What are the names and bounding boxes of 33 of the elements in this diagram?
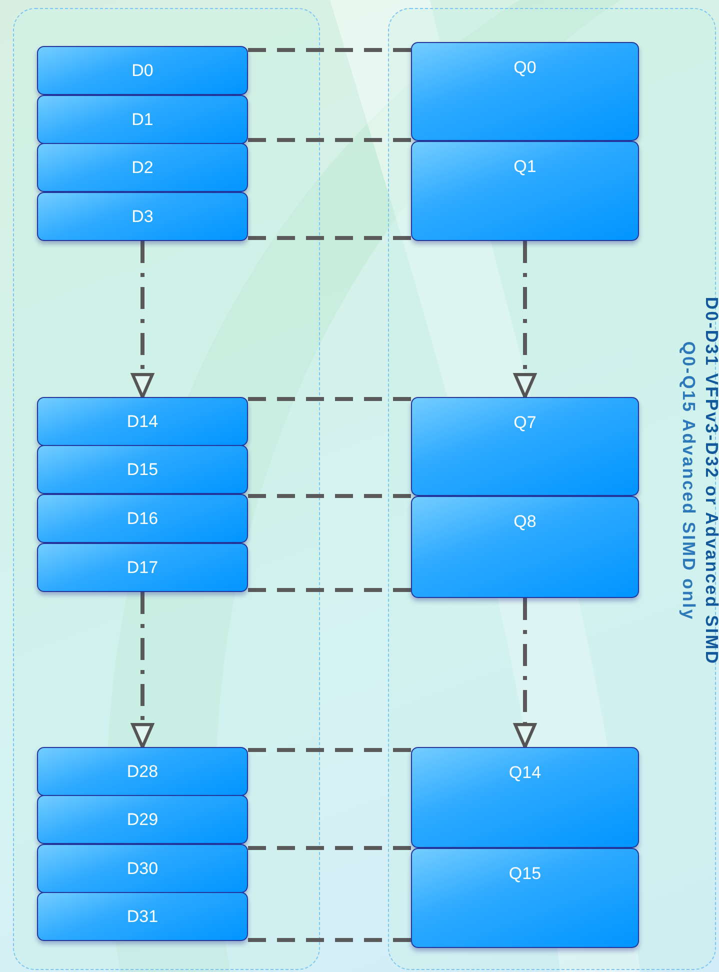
register-box: Q14 (411, 747, 639, 848)
dashed-connector (248, 138, 411, 142)
register-box: D3 (37, 192, 248, 241)
register-box: D31 (37, 892, 248, 941)
arrow (514, 598, 536, 749)
side-note: D0-D31 VFPv3-D32 or Advanced SIMD (701, 296, 719, 668)
register-box: D17 (37, 543, 248, 592)
arrow (514, 241, 536, 399)
register-box: D16 (37, 494, 248, 543)
arrow (131, 592, 154, 749)
register-box: Q1 (411, 141, 639, 241)
register-box: D29 (37, 795, 248, 844)
register-box: D30 (37, 844, 248, 893)
dashed-connector (248, 588, 411, 592)
dashed-connector (248, 938, 411, 942)
arrow (131, 241, 154, 399)
register-box: D28 (37, 747, 248, 796)
dashed-connector (248, 48, 411, 52)
register-box: Q0 (411, 42, 639, 141)
register-box: Q8 (411, 496, 639, 598)
register-box: D0 (37, 46, 248, 95)
dashed-connector (248, 494, 411, 498)
dashed-connector (248, 236, 411, 240)
register-box: D2 (37, 143, 248, 192)
register-box: Q15 (411, 848, 639, 948)
side-note: Q0-Q15 Advanced SIMD only (678, 340, 700, 623)
register-box: Q7 (411, 397, 639, 496)
register-box: D15 (37, 445, 248, 494)
dashed-connector (248, 397, 411, 401)
register-box: D14 (37, 397, 248, 446)
dashed-connector (248, 846, 411, 850)
dashed-connector (248, 748, 411, 752)
register-box: D1 (37, 95, 248, 144)
